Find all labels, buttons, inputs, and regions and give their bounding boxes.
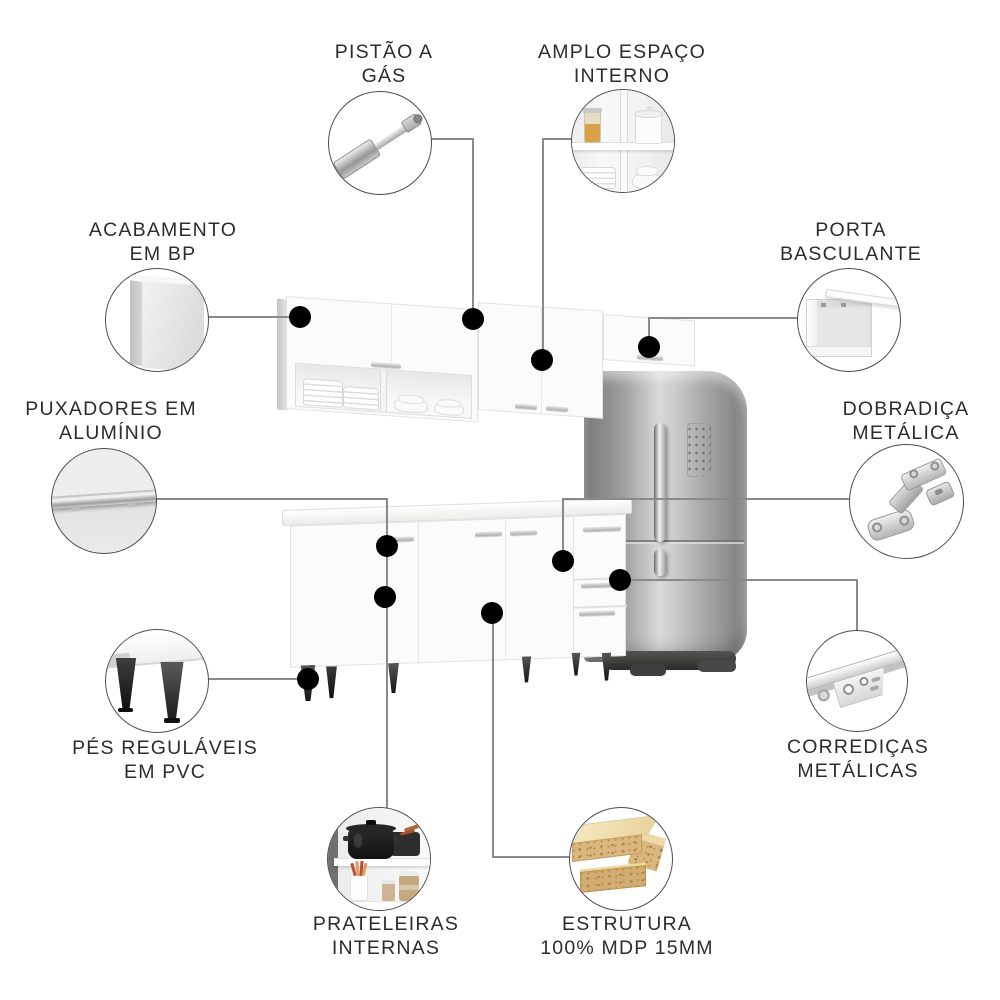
small-canister <box>382 880 395 901</box>
callout-line-porta <box>648 317 650 348</box>
callout-line-corredicas <box>856 579 858 632</box>
callout-label-amplo: AMPLO ESPAÇO INTERNO <box>538 41 706 87</box>
callout-label-pes: PÉS REGULÁVEIS EM PVC <box>72 737 258 783</box>
aluminum-handle-icon <box>51 448 157 554</box>
glass-jar <box>583 108 602 143</box>
callout-label-dobradica: DOBRADIÇA METÁLICA <box>842 398 970 444</box>
callout-dot-pistao <box>462 308 484 330</box>
pvc-adjustable-feet-icon <box>105 629 209 733</box>
internal-shelves-icon <box>327 807 431 911</box>
fridge-door-seam <box>588 540 744 542</box>
callout-line-porta <box>648 317 799 319</box>
open-cabinet-box <box>806 299 872 357</box>
plate-stack <box>580 167 616 189</box>
callout-dot-prateleiras <box>374 586 396 608</box>
base-door-seam <box>418 522 419 665</box>
callout-line-pistao <box>472 138 474 320</box>
callout-dot-acabamento <box>289 306 311 328</box>
large-canister <box>399 871 419 901</box>
fridge-foot-right <box>698 660 736 672</box>
wall-door-handle <box>515 403 537 410</box>
open-shelf-interior-icon <box>571 89 675 193</box>
cabinet-foot <box>324 666 339 699</box>
callout-line-amplo <box>542 138 574 140</box>
callout-dot-porta <box>638 336 660 358</box>
base-door-handle <box>510 530 537 536</box>
shelf-cross-vertical <box>620 90 628 192</box>
callout-dot-amplo <box>531 349 553 371</box>
white-canister <box>634 106 663 144</box>
callout-line-acabamento <box>205 316 301 318</box>
fridge-control-panel <box>687 423 712 477</box>
drawer-divider <box>574 604 627 609</box>
base-door-handle <box>475 531 502 537</box>
flip-up-door-icon <box>797 268 901 372</box>
callout-label-puxadores: PUXADORES EM ALUMÍNIO <box>25 398 197 444</box>
fridge-freezer-handle <box>654 549 666 576</box>
callout-line-estrutura <box>492 856 571 858</box>
callout-label-pistao: PISTÃO A GÁS <box>334 41 434 87</box>
callout-line-pistao <box>427 138 473 140</box>
callout-line-estrutura <box>492 613 494 857</box>
shelf-divider <box>380 369 387 413</box>
callout-line-amplo <box>542 138 544 360</box>
callout-dot-dobradica <box>552 550 574 572</box>
wall-cabinet-left-module <box>286 296 478 423</box>
fridge-door-seam-light <box>588 542 744 544</box>
base-cabinet <box>282 486 634 713</box>
bowl-stack <box>636 166 658 176</box>
callout-line-corredicas <box>619 579 857 581</box>
base-door-seam <box>573 516 574 659</box>
drawer-handle <box>579 610 615 616</box>
callout-line-puxadores-prateleiras <box>386 498 388 808</box>
wall-open-shelf <box>295 362 472 420</box>
callout-line-pes <box>206 678 309 680</box>
wall-door-handle <box>371 361 401 369</box>
shelf-board <box>334 858 430 866</box>
fridge-handle <box>654 423 666 542</box>
bp-panel-corner-icon <box>105 268 209 372</box>
callout-dot-puxadores <box>376 535 398 557</box>
utensil-crock <box>350 860 368 901</box>
pvc-foot-right <box>160 662 184 720</box>
wall-door-handle <box>546 405 568 412</box>
plate-stack <box>303 378 343 408</box>
callout-dot-corredicas <box>609 569 631 591</box>
callout-label-estrutura: ESTRUTURA 100% MDP 15MM <box>540 913 714 959</box>
mdp-wood-board-icon <box>569 807 673 911</box>
plate-stack <box>343 385 379 411</box>
cabinet-foot <box>386 663 401 694</box>
metal-hinge-icon <box>849 444 964 559</box>
cabinet-foot <box>520 656 533 682</box>
gas-piston-icon <box>328 91 432 195</box>
callout-line-dobradica <box>562 498 851 500</box>
callout-label-prateleiras: PRATELEIRAS INTERNAS <box>312 913 460 959</box>
drawer-handle <box>583 526 621 532</box>
fridge-foot-left <box>630 664 666 676</box>
base-door-seam <box>505 519 506 662</box>
callout-line-puxadores <box>154 498 387 500</box>
callout-label-corredicas: CORREDIÇAS METÁLICAS <box>786 736 930 782</box>
base-cabinet-body <box>290 513 627 668</box>
metal-drawer-slide-icon <box>806 630 908 732</box>
callout-label-acabamento: ACABAMENTO EM BP <box>88 219 238 265</box>
black-pot <box>343 820 399 859</box>
callout-dot-estrutura <box>481 602 503 624</box>
shelf-board <box>334 901 430 910</box>
wall-door-seam <box>391 304 392 368</box>
callout-label-porta: PORTA BASCULANTE <box>779 219 923 265</box>
callout-line-dobradica <box>562 498 564 562</box>
callout-dot-pes <box>297 668 319 690</box>
shelf-cross-horizontal <box>572 142 674 150</box>
